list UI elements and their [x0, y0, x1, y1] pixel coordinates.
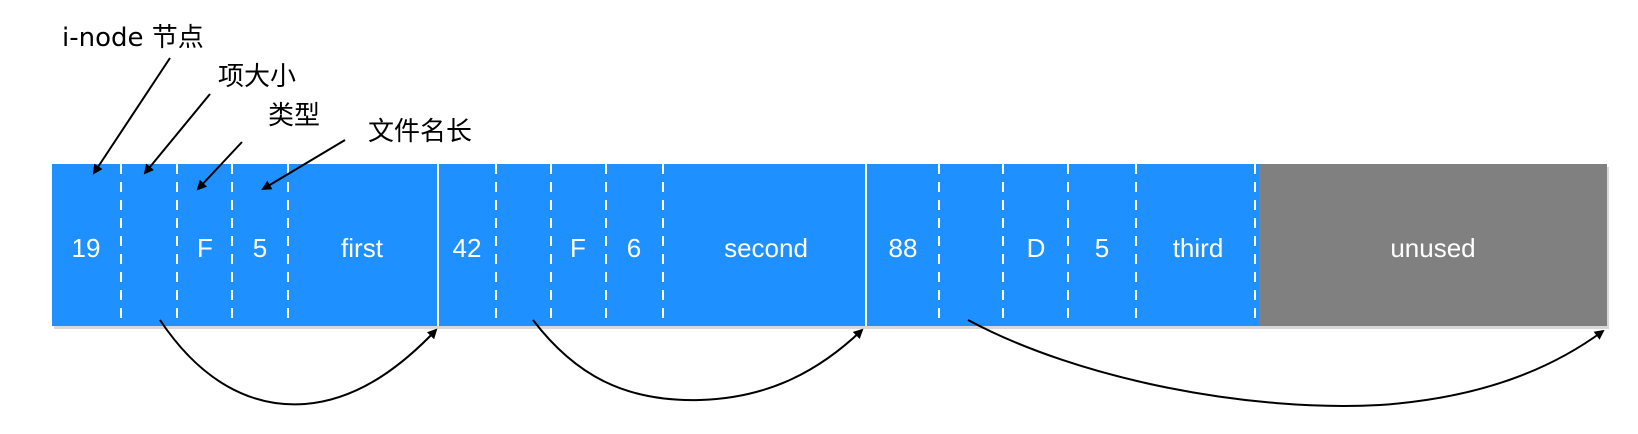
callout-type-label: 类型 [268, 101, 320, 131]
entry-2-type: F [570, 233, 586, 263]
unused-background [1259, 164, 1607, 326]
entry-1-background [52, 164, 438, 326]
callout-name-length-arrow [261, 139, 346, 191]
entry-1-type: F [197, 233, 213, 263]
entry-3-name: third [1173, 233, 1224, 263]
entry-1-name: first [341, 233, 384, 263]
entry-boundaries [437, 164, 867, 326]
entry-3-inode: 88 [889, 233, 918, 263]
entry-3-type: D [1027, 233, 1046, 263]
callout-inode-label: i-node 节点 [62, 23, 204, 53]
entry-1-name-length: 5 [253, 233, 267, 263]
callout-entry-size-label: 项大小 [218, 62, 296, 92]
entry-3-background [866, 164, 1259, 326]
entry-1-inode: 19 [72, 233, 101, 263]
directory-entry-3: 88 D 5 third [866, 164, 1259, 326]
callout-arrows [92, 57, 346, 191]
directory-entry-2: 42 F 6 second [438, 164, 866, 326]
field-dividers [120, 164, 1256, 326]
link-arrow-entry-1-to-2 [159, 319, 438, 406]
callout-type-arrow [196, 141, 243, 191]
callout-inode-arrow [92, 57, 171, 175]
entry-3-name-length: 5 [1095, 233, 1109, 263]
unused-region: unused [1259, 164, 1607, 326]
entry-2-name: second [724, 233, 808, 263]
unused-label: unused [1390, 233, 1475, 263]
directory-entry-1: 19 F 5 first [52, 164, 438, 326]
entry-2-background [438, 164, 866, 326]
entry-2-name-length: 6 [627, 233, 641, 263]
link-arrows [159, 319, 1605, 407]
callout-entry-size-arrow [143, 93, 211, 175]
callout-name-length-label: 文件名长 [368, 117, 472, 147]
entry-2-inode: 42 [453, 233, 482, 263]
link-arrow-entry-2-to-3 [532, 319, 864, 402]
link-arrow-entry-3-to-unused [967, 319, 1605, 407]
